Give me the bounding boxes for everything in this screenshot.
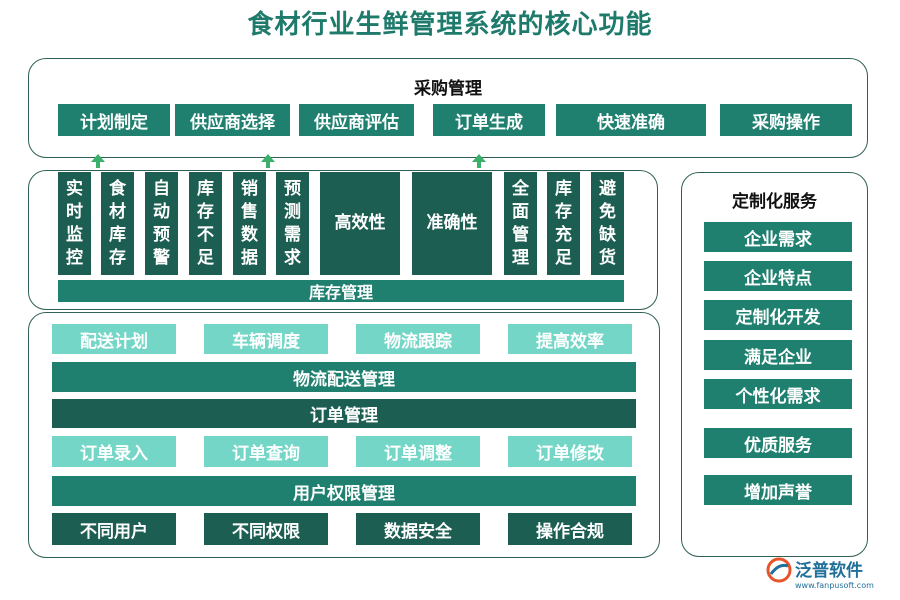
permission-item-users: 不同用户 <box>52 513 176 545</box>
custom-item-enterprise-needs: 企业需求 <box>704 222 852 252</box>
custom-service-title: 定制化服务 <box>732 192 817 212</box>
inventory-item-realtime-monitor: 实时监控 <box>58 172 91 275</box>
inventory-item-label: 避免缺货 <box>599 178 616 268</box>
inventory-item-sales-data: 销售数据 <box>233 172 266 275</box>
logistics-item-plan: 配送计划 <box>52 324 176 354</box>
custom-item-quality-service: 优质服务 <box>704 428 852 458</box>
permission-item-compliance: 操作合规 <box>508 513 632 545</box>
arrow-up-icon <box>472 154 486 168</box>
custom-item-satisfy: 满足企业 <box>704 340 852 370</box>
purchase-item-plan: 计划制定 <box>58 104 170 136</box>
order-item-modify: 订单修改 <box>508 436 632 467</box>
inventory-item-efficiency: 高效性 <box>320 172 400 275</box>
custom-item-enterprise-features: 企业特点 <box>704 261 852 291</box>
logistics-title-bar: 物流配送管理 <box>52 362 636 392</box>
inventory-title-bar: 库存管理 <box>58 280 624 302</box>
inventory-item-label: 销售数据 <box>241 178 258 268</box>
inventory-item-label: 预测需求 <box>284 178 301 268</box>
purchase-item-order-generate: 订单生成 <box>433 104 545 136</box>
logo-name: 泛普软件 <box>795 561 863 581</box>
arrow-up-icon <box>91 154 105 168</box>
purchase-item-fast-accurate: 快速准确 <box>556 104 706 136</box>
permission-item-rights: 不同权限 <box>204 513 328 545</box>
purchase-item-operation: 采购操作 <box>720 104 852 136</box>
inventory-item-label: 库存充足 <box>555 178 572 268</box>
inventory-item-label: 全面管理 <box>512 178 529 268</box>
inventory-item-full-management: 全面管理 <box>504 172 537 275</box>
inventory-item-accuracy: 准确性 <box>412 172 492 275</box>
logo-mark-icon <box>766 557 792 583</box>
inventory-item-food-stock: 食材库存 <box>101 172 134 275</box>
inventory-item-auto-alert: 自动预警 <box>145 172 178 275</box>
order-item-query: 订单查询 <box>204 436 328 467</box>
purchase-title: 采购管理 <box>414 79 482 99</box>
inventory-item-stock-sufficient: 库存充足 <box>547 172 580 275</box>
inventory-item-stock-shortage: 库存不足 <box>189 172 222 275</box>
inventory-item-label: 自动预警 <box>153 178 170 268</box>
order-item-adjust: 订单调整 <box>356 436 480 467</box>
inventory-item-label: 食材库存 <box>109 178 126 268</box>
arrow-up-icon <box>261 154 275 168</box>
inventory-item-avoid-stockout: 避免缺货 <box>591 172 624 275</box>
custom-item-custom-dev: 定制化开发 <box>704 300 852 330</box>
logistics-item-vehicle: 车辆调度 <box>204 324 328 354</box>
permission-title-bar: 用户权限管理 <box>52 476 636 506</box>
inventory-item-label: 准确性 <box>426 213 478 233</box>
logistics-item-tracking: 物流跟踪 <box>356 324 480 354</box>
inventory-item-forecast-demand: 预测需求 <box>276 172 309 275</box>
logistics-item-efficiency: 提高效率 <box>508 324 632 354</box>
inventory-item-label: 高效性 <box>334 213 386 233</box>
permission-item-security: 数据安全 <box>356 513 480 545</box>
purchase-item-supplier-select: 供应商选择 <box>175 104 290 136</box>
inventory-item-label: 库存不足 <box>197 178 214 268</box>
page-title: 食材行业生鲜管理系统的核心功能 <box>247 10 653 40</box>
order-title-bar: 订单管理 <box>52 399 636 428</box>
order-item-entry: 订单录入 <box>52 436 176 467</box>
brand-logo: 泛普软件 www.fanpusoft.com <box>766 556 894 596</box>
custom-item-personalized: 个性化需求 <box>704 379 852 409</box>
logo-url: www.fanpusoft.com <box>795 581 874 590</box>
custom-item-reputation: 增加声誉 <box>704 475 852 505</box>
purchase-item-supplier-evaluate: 供应商评估 <box>299 104 414 136</box>
inventory-item-label: 实时监控 <box>66 178 83 268</box>
